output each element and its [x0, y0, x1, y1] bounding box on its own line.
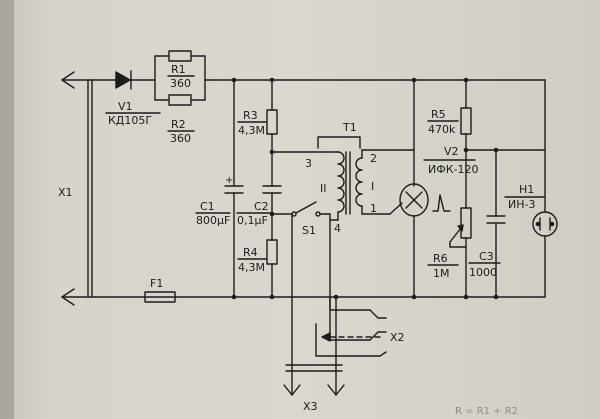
connector-x2: [315, 296, 387, 357]
transformer-t1: [271, 136, 363, 341]
fuse-f1: [144, 291, 176, 303]
resistor-pair-r1-r2: [149, 50, 211, 106]
r2-value: 360: [170, 132, 191, 145]
c1-label: C1: [200, 200, 215, 213]
t1-winding-primary: I: [371, 180, 374, 193]
c1-polarity: +: [225, 175, 233, 186]
r2-label: R2: [171, 118, 186, 131]
r3-label: R3: [243, 109, 258, 122]
x2-label: X2: [390, 331, 405, 344]
x1-label: X1: [58, 186, 73, 199]
resistor-r3: [266, 77, 278, 153]
c2-label: C2: [254, 200, 269, 213]
r4-label: R4: [243, 246, 258, 259]
neon-lamp-h1: [532, 79, 558, 298]
r6-value: 1М: [433, 267, 450, 280]
t1-label: T1: [342, 121, 357, 134]
connector-x1: [61, 71, 93, 306]
v1-label: V1: [118, 100, 133, 113]
x3-label: X3: [303, 400, 318, 413]
c2-value: 0,1μF: [237, 214, 268, 227]
c1-value: 800μF: [196, 214, 230, 227]
v2-type: ИФК-120: [428, 163, 478, 176]
t1-pin4: 4: [334, 222, 341, 235]
r5-value: 470k: [428, 123, 456, 136]
s1-label: S1: [302, 224, 316, 237]
t1-winding-secondary: II: [320, 182, 327, 195]
connector-x3: [283, 294, 345, 396]
f1-label: F1: [150, 277, 163, 290]
resistor-r5: [460, 77, 472, 153]
neon-branch: [465, 147, 546, 300]
v1-type: КД105Г: [108, 114, 152, 127]
h1-type: ИН-3: [508, 198, 535, 211]
t1-pin3: 3: [305, 157, 312, 170]
potentiometer-r6: [449, 207, 472, 300]
r4-value: 4,3М: [238, 261, 265, 274]
c3-value: 1000: [469, 266, 497, 279]
r5-label: R5: [431, 108, 446, 121]
c3-label: C3: [479, 250, 494, 263]
r1-label: R1: [171, 63, 186, 76]
r1-value: 360: [170, 77, 191, 90]
v2-label: V2: [444, 145, 459, 158]
t1-pin2: 2: [370, 152, 377, 165]
capacitor-c1: [224, 77, 244, 300]
r6-label: R6: [433, 252, 448, 265]
pencil-annotation: R = R1 + R2: [455, 406, 518, 417]
h1-label: H1: [519, 183, 534, 196]
t1-pin1: 1: [370, 202, 377, 215]
resistor-r4: [266, 211, 278, 300]
diode-v1: [115, 70, 139, 90]
flash-lamp-v2: [361, 77, 451, 300]
switch-s1: [271, 201, 327, 366]
capacitor-c2: [262, 149, 282, 215]
r3-value: 4,3М: [238, 124, 265, 137]
